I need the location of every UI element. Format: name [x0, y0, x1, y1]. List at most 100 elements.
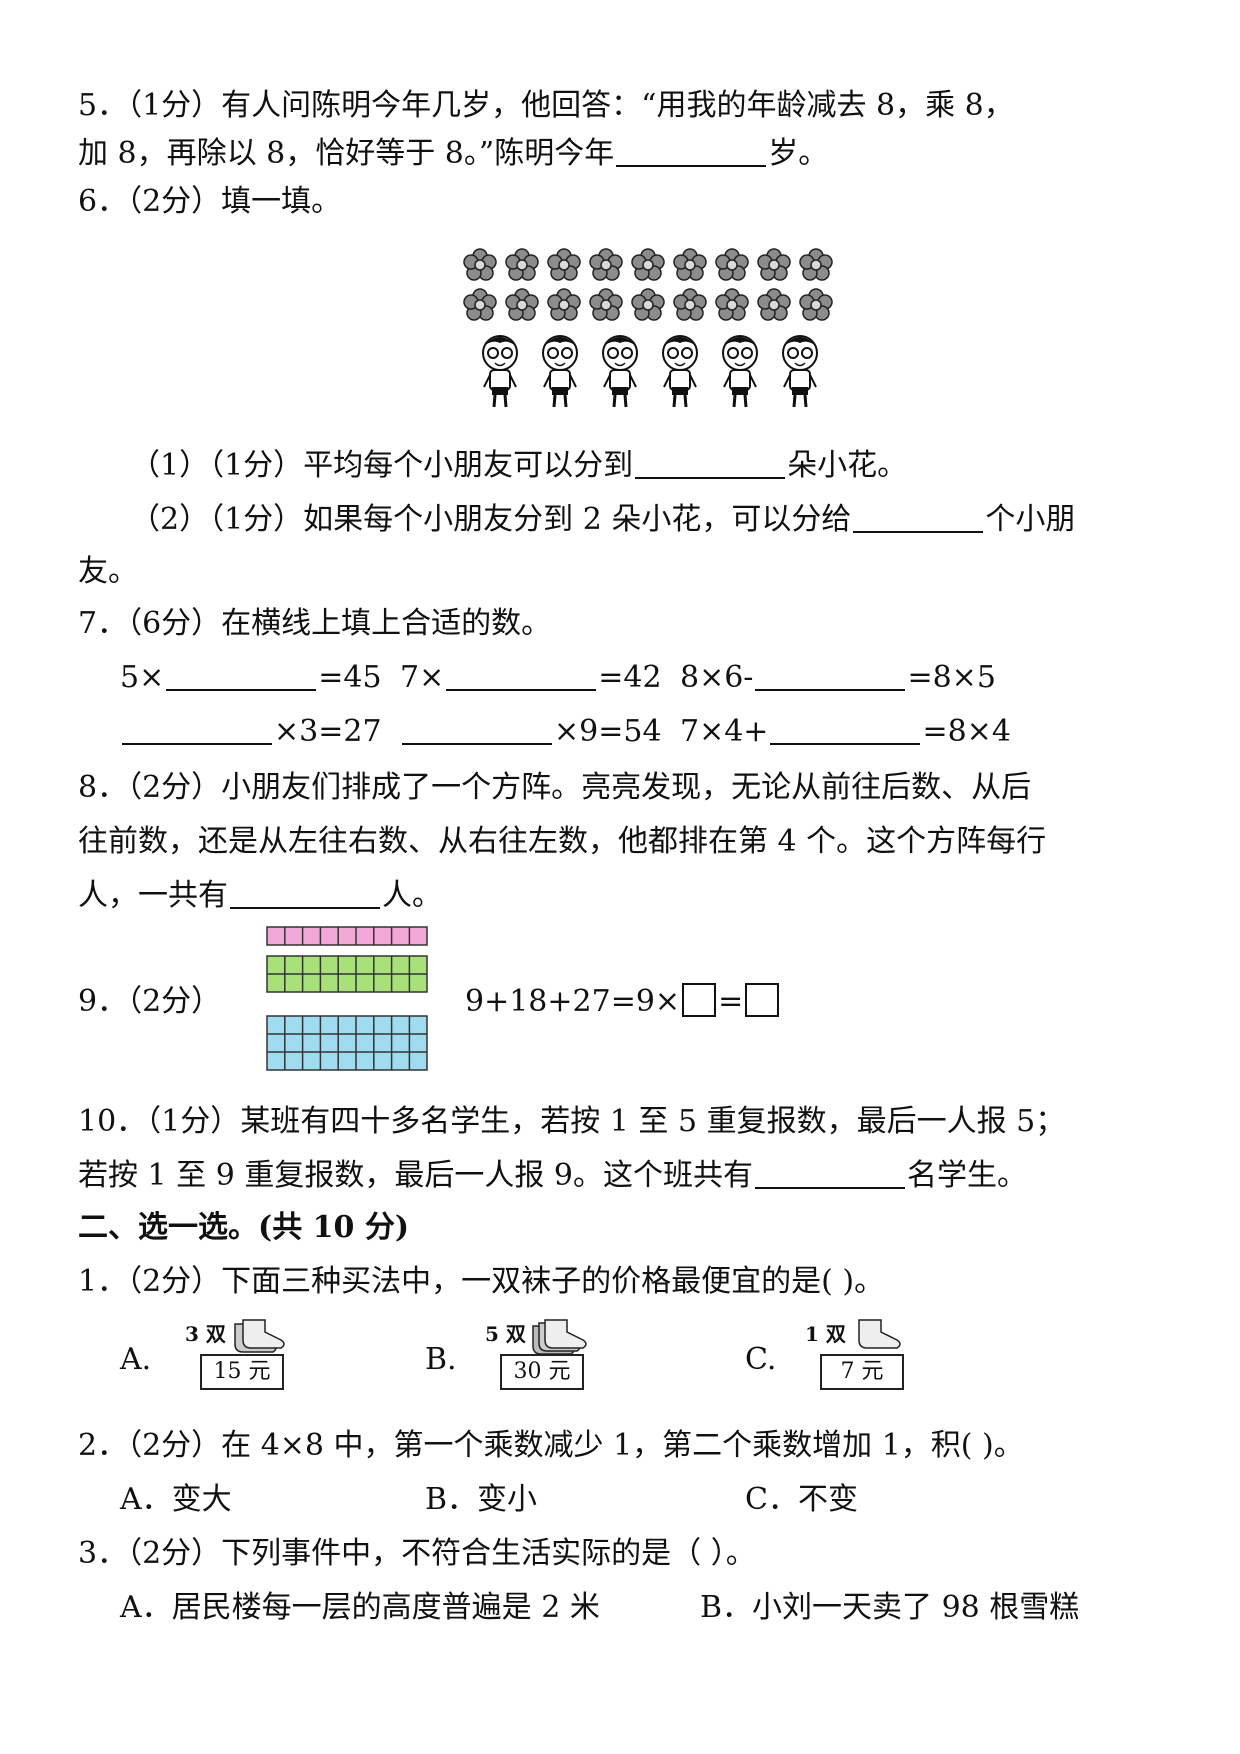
- q8-line2: 往前数，还是从左往右数、从右往左数，他都排在第 4 个。这个方阵每行: [78, 824, 1047, 859]
- q9-eq-equals: =: [718, 984, 744, 1019]
- s2-q1-option-c-figure: 1 双 7 元: [805, 1318, 920, 1398]
- s2-q1-option-b-figure: 5 双 30 元: [485, 1318, 600, 1398]
- eq-suffix: ×9=54: [554, 714, 662, 749]
- q7-blank-2[interactable]: [446, 659, 597, 691]
- q6-sub2-text-b: 个小朋: [985, 502, 1076, 537]
- flower-icon: [631, 248, 665, 281]
- q10-text-b: 名学生。: [906, 1158, 1027, 1193]
- q6-sub2: （2）（1分）如果每个小朋友分到 2 朵小花，可以分给 个小朋: [130, 500, 1075, 540]
- s2-q1-title: 1．（2分）下面三种买法中，一双袜子的价格最便宜的是( )。: [78, 1264, 885, 1299]
- flower-icon: [757, 248, 791, 281]
- s2-q1-option-a[interactable]: A.: [120, 1342, 152, 1377]
- q7-blank-5[interactable]: [402, 713, 552, 745]
- flower-icon: [715, 288, 749, 321]
- q10-text-a: 若按 1 至 9 重复报数，最后一人报 9。这个班共有: [78, 1158, 753, 1193]
- q9-answer-box-2[interactable]: [745, 983, 780, 1017]
- s2-q1-option-b[interactable]: B.: [425, 1342, 457, 1377]
- s2-q2-title: 2．（2分）在 4×8 中，第一个乘数减少 1，第二个乘数增加 1，积( )。: [78, 1428, 1024, 1463]
- q5-text-a: 加 8，再除以 8，恰好等于 8。”陈明今年: [78, 136, 615, 171]
- q8-text-b: 人。: [382, 878, 442, 913]
- q5-line1: 5．（1分）有人问陈明今年几岁，他回答：“用我的年龄减去 8，乘 8，: [78, 88, 1014, 123]
- q9-eq-text: 9+18+27=9×: [465, 984, 681, 1019]
- q7-eq-5: ×9=54: [400, 712, 662, 752]
- q9-pink-row: [266, 926, 428, 946]
- s2-q2-option-b[interactable]: B．变小: [425, 1482, 538, 1517]
- q7-eq-1: 5× =45: [120, 658, 382, 698]
- flower-icon: [631, 288, 665, 321]
- q7-eq-6: 7×4+=8×4: [680, 712, 1011, 752]
- q7-blank-4[interactable]: [122, 713, 272, 745]
- flower-icon: [799, 248, 833, 281]
- pairs-label: 5 双: [485, 1322, 526, 1346]
- s2-q3-option-b[interactable]: B．小刘一天卖了 98 根雪糕: [700, 1590, 1080, 1625]
- q8-text-a: 人，一共有: [78, 878, 228, 913]
- child-icon: [661, 334, 699, 409]
- q9-label: 9．（2分）: [78, 984, 222, 1019]
- q7-eq-4: ×3=27: [120, 712, 382, 752]
- q9-grid-figure: [266, 926, 428, 1071]
- s2-q3-option-a[interactable]: A．居民楼每一层的高度普遍是 2 米: [120, 1590, 600, 1625]
- q8-line3: 人，一共有 人。: [78, 876, 442, 916]
- s2-q1-option-c[interactable]: C.: [745, 1342, 777, 1377]
- q10-blank[interactable]: [754, 1157, 905, 1189]
- q8-blank[interactable]: [230, 877, 380, 909]
- section-2-title: 二、选一选。(共 10 分): [78, 1210, 410, 1245]
- price-tag: 30 元: [500, 1354, 584, 1390]
- pairs-label: 3 双: [185, 1322, 226, 1346]
- q6-sub1-text-b: 朵小花。: [787, 448, 908, 483]
- q7-title: 7．（6分）在横线上填上合适的数。: [78, 606, 552, 641]
- socks-icon: [858, 1319, 901, 1349]
- flower-icon: [547, 248, 581, 281]
- child-icon: [781, 334, 819, 409]
- q6-figure: [463, 248, 833, 409]
- eq-suffix: ×3=27: [274, 714, 382, 749]
- q6-sub2-blank[interactable]: [853, 501, 984, 533]
- q10-line2: 若按 1 至 9 重复报数，最后一人报 9。这个班共有 名学生。: [78, 1156, 1027, 1196]
- socks-icon: [234, 1319, 285, 1353]
- q7-eq-2: 7×=42: [400, 658, 662, 698]
- flower-icon: [673, 288, 707, 321]
- q5-answer-blank[interactable]: [616, 135, 767, 167]
- flower-icon: [589, 288, 623, 321]
- flower-icon: [799, 288, 833, 321]
- q7-blank-1[interactable]: [166, 659, 317, 691]
- eq-suffix: =45: [318, 660, 382, 695]
- q8-line1: 8．（2分）小朋友们排成了一个方阵。亮亮发现，无论从前往后数、从后: [78, 770, 1032, 805]
- q6-sub1: （1）（1分）平均每个小朋友可以分到 朵小花。: [130, 446, 907, 486]
- q6-title: 6．（2分）填一填。: [78, 184, 342, 219]
- eq-suffix: =8×4: [922, 714, 1011, 749]
- pairs-label: 1 双: [805, 1322, 846, 1346]
- child-icon: [541, 334, 579, 409]
- q7-eq-3: 8×6- =8×5: [680, 658, 996, 698]
- s2-q3-title: 3．（2分）下列事件中，不符合生活实际的是（ ）。: [78, 1536, 756, 1571]
- flower-icon: [715, 248, 749, 281]
- s2-q2-option-a[interactable]: A．变大: [120, 1482, 232, 1517]
- eq-prefix: 8×6-: [680, 660, 754, 695]
- eq-suffix: =42: [598, 660, 662, 695]
- flower-icon: [673, 248, 707, 281]
- q7-blank-3[interactable]: [755, 659, 906, 691]
- flower-icon: [505, 288, 539, 321]
- q6-sub2-text-a: （2）（1分）如果每个小朋友分到 2 朵小花，可以分给: [130, 502, 852, 537]
- child-icon: [601, 334, 639, 409]
- flower-icon: [463, 288, 497, 321]
- flower-icon: [589, 248, 623, 281]
- q9-blue-rows: [266, 1015, 428, 1071]
- q6-sub1-text-a: （1）（1分）平均每个小朋友可以分到: [130, 448, 634, 483]
- q9-answer-box-1[interactable]: [682, 983, 717, 1017]
- child-icon: [721, 334, 759, 409]
- q9-green-rows: [266, 955, 428, 993]
- flower-icon: [463, 248, 497, 281]
- price-tag: 15 元: [200, 1354, 284, 1390]
- s2-q2-option-c[interactable]: C．不变: [745, 1482, 858, 1517]
- q10-line1: 10．（1分）某班有四十多名学生，若按 1 至 5 重复报数，最后一人报 5；: [78, 1104, 1066, 1139]
- socks-icon: [532, 1319, 587, 1354]
- eq-suffix: =8×5: [907, 660, 996, 695]
- q6-sub2-cont: 友。: [78, 554, 138, 589]
- q5-text-b: 岁。: [768, 136, 829, 171]
- q6-sub1-blank[interactable]: [635, 447, 786, 479]
- eq-prefix: 5×: [120, 660, 165, 695]
- q5-line2: 加 8，再除以 8，恰好等于 8。”陈明今年 岁。: [78, 134, 828, 174]
- flower-icon: [547, 288, 581, 321]
- q7-blank-6[interactable]: [770, 713, 921, 745]
